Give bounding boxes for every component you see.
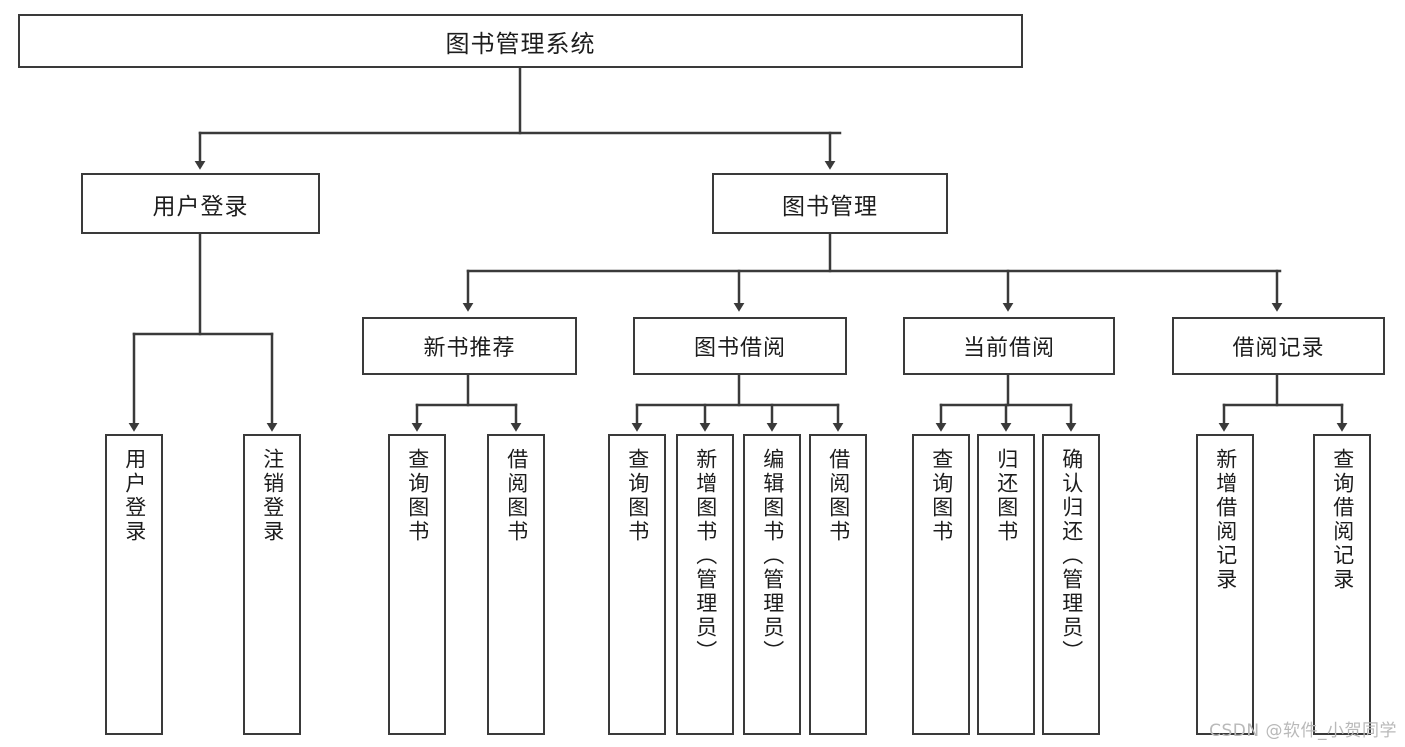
node-leaf-add-book[interactable]: 新增图书（管理员） bbox=[676, 434, 734, 735]
node-leaf-query-book-1-label: 查询图书 bbox=[405, 448, 430, 544]
node-user-login[interactable]: 用户登录 bbox=[81, 173, 320, 234]
node-leaf-confirm-return[interactable]: 确认归还（管理员） bbox=[1042, 434, 1100, 735]
node-leaf-query-book-3-label: 查询图书 bbox=[929, 448, 954, 544]
node-leaf-logout-label: 注销登录 bbox=[260, 448, 285, 544]
node-user-login-label: 用户登录 bbox=[152, 193, 249, 220]
node-current-borrow[interactable]: 当前借阅 bbox=[903, 317, 1115, 375]
node-leaf-return-book-label: 归还图书 bbox=[994, 448, 1019, 544]
node-leaf-query-book-3[interactable]: 查询图书 bbox=[912, 434, 970, 735]
node-leaf-query-book-2[interactable]: 查询图书 bbox=[608, 434, 666, 735]
node-leaf-edit-book[interactable]: 编辑图书（管理员） bbox=[743, 434, 801, 735]
node-leaf-return-book[interactable]: 归还图书 bbox=[977, 434, 1035, 735]
node-book-manage-label: 图书管理 bbox=[782, 193, 878, 220]
node-new-book-recommend-label: 新书推荐 bbox=[423, 336, 516, 361]
node-leaf-query-record-label: 查询借阅记录 bbox=[1330, 448, 1355, 592]
node-borrow-record[interactable]: 借阅记录 bbox=[1172, 317, 1385, 375]
node-leaf-borrow-book-1-label: 借阅图书 bbox=[504, 448, 529, 544]
node-leaf-logout[interactable]: 注销登录 bbox=[243, 434, 301, 735]
node-leaf-user-login[interactable]: 用户登录 bbox=[105, 434, 163, 735]
node-new-book-recommend[interactable]: 新书推荐 bbox=[362, 317, 577, 375]
node-leaf-query-book-1[interactable]: 查询图书 bbox=[388, 434, 446, 735]
node-current-borrow-label: 当前借阅 bbox=[962, 336, 1055, 361]
node-leaf-add-record-label: 新增借阅记录 bbox=[1213, 448, 1238, 592]
node-leaf-borrow-book-1[interactable]: 借阅图书 bbox=[487, 434, 545, 735]
node-book-borrow-label: 图书借阅 bbox=[693, 336, 786, 361]
node-root[interactable]: 图书管理系统 bbox=[18, 14, 1023, 68]
node-leaf-edit-book-label: 编辑图书（管理员） bbox=[760, 448, 785, 664]
node-borrow-record-label: 借阅记录 bbox=[1232, 336, 1325, 361]
node-leaf-user-login-label: 用户登录 bbox=[122, 448, 147, 544]
node-leaf-confirm-return-label: 确认归还（管理员） bbox=[1059, 448, 1084, 664]
node-root-label: 图书管理系统 bbox=[445, 29, 596, 58]
node-leaf-query-book-2-label: 查询图书 bbox=[625, 448, 650, 544]
node-leaf-add-book-label: 新增图书（管理员） bbox=[693, 448, 718, 664]
node-leaf-query-record[interactable]: 查询借阅记录 bbox=[1313, 434, 1371, 735]
node-book-borrow[interactable]: 图书借阅 bbox=[633, 317, 847, 375]
node-book-manage[interactable]: 图书管理 bbox=[712, 173, 948, 234]
node-leaf-borrow-book-2-label: 借阅图书 bbox=[826, 448, 851, 544]
node-leaf-add-record[interactable]: 新增借阅记录 bbox=[1196, 434, 1254, 735]
watermark: CSDN @软件_小贺同学 bbox=[1209, 721, 1397, 741]
node-leaf-borrow-book-2[interactable]: 借阅图书 bbox=[809, 434, 867, 735]
